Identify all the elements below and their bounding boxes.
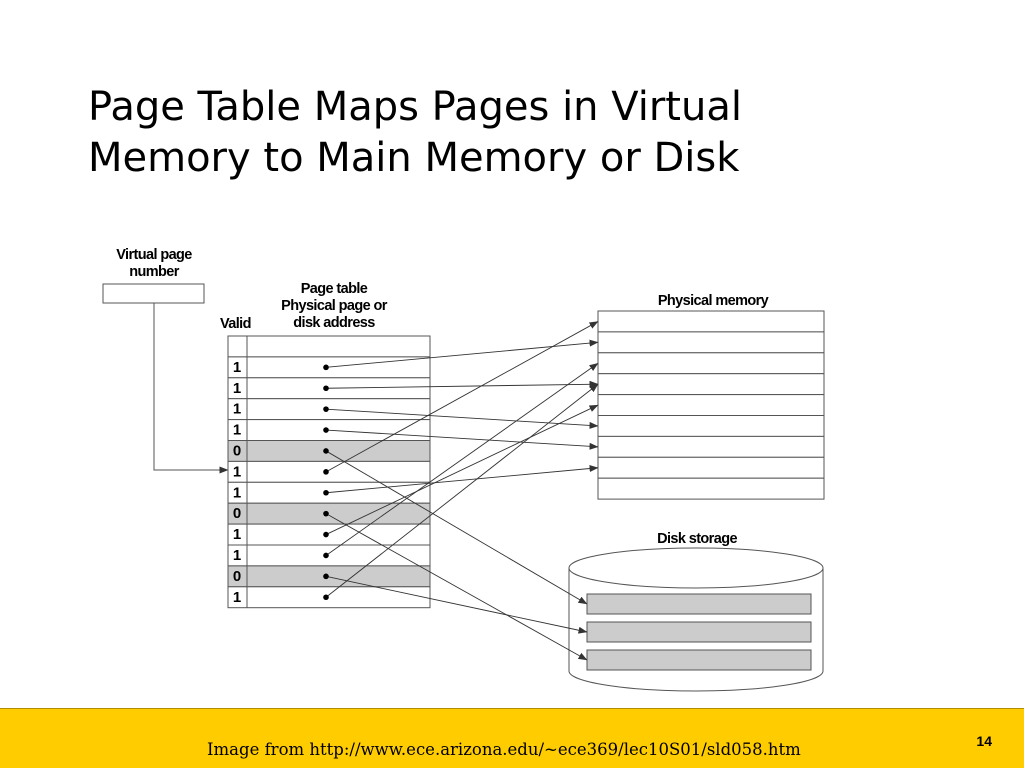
disk-storage-label: Disk storage	[657, 531, 737, 547]
disk-block	[586, 621, 812, 643]
valid-bit: 0	[233, 443, 241, 460]
valid-bit: 1	[233, 359, 241, 376]
page-table: 1 1 1 1 0 1 1 0 1 1 0 1	[227, 335, 431, 609]
page-table-row	[227, 460, 431, 483]
valid-bit: 1	[233, 526, 241, 543]
mapping-arrow	[325, 404, 599, 535]
physical-memory-page	[597, 415, 825, 437]
physical-memory-page	[597, 373, 825, 396]
pointer-dot	[323, 385, 329, 392]
disk-block	[586, 649, 812, 671]
page-table-label-line-1: Page table	[301, 281, 368, 297]
virtual-page-label-line-2: number	[129, 264, 180, 280]
pointer-dot	[323, 594, 329, 601]
valid-bit: 0	[233, 505, 241, 522]
valid-bit: 1	[233, 422, 241, 439]
pointer-dot	[323, 448, 329, 454]
mapping-arrow	[325, 362, 599, 556]
pointer-dot	[323, 510, 329, 517]
physical-memory-page	[597, 331, 825, 354]
page-table-header-row	[227, 335, 431, 358]
mapping-arrow	[325, 383, 599, 598]
physical-memory-page	[597, 310, 825, 333]
mapping-arrow	[325, 408, 599, 429]
mapping-arrow	[325, 450, 588, 605]
slide-title-line-2: Memory to Main Memory or Disk	[88, 135, 740, 181]
valid-bit: 1	[233, 589, 241, 606]
page-table-row	[227, 502, 431, 525]
slide-title: Page Table Maps Pages in Virtual Memory …	[88, 82, 988, 184]
mapping-arrow	[325, 429, 599, 450]
pointer-dot	[323, 364, 329, 371]
page-table-row	[227, 565, 431, 588]
physical-memory-page	[597, 477, 825, 500]
virtual-page-index-arrow	[153, 303, 229, 474]
physical-memory-page	[597, 394, 825, 417]
pointer-dot	[323, 427, 329, 433]
pointer-dot	[323, 531, 329, 538]
page-table-label-line-3: disk address	[293, 315, 375, 331]
valid-column-label: Valid	[220, 316, 251, 332]
physical-memory-page	[597, 456, 825, 479]
mapping-arrow	[325, 465, 599, 494]
mapping-arrows	[325, 321, 599, 661]
page-table-row	[227, 586, 431, 609]
physical-memory	[597, 310, 825, 500]
virtual-page-label-line-1: Virtual page	[116, 247, 192, 263]
pointer-dot	[323, 552, 329, 559]
image-source-credit: Image from http://www.ece.arizona.edu/~e…	[207, 740, 801, 759]
pointer-dots	[323, 364, 329, 601]
physical-memory-label: Physical memory	[658, 293, 769, 309]
physical-memory-page	[597, 352, 825, 375]
valid-bit: 1	[233, 380, 241, 397]
valid-bit: 1	[233, 547, 241, 564]
mapping-arrow	[325, 575, 588, 634]
mapping-arrow	[325, 513, 588, 661]
valid-bit: 1	[233, 484, 241, 501]
slide-number: 14	[976, 733, 992, 749]
page-table-label-line-2: Physical page or	[281, 298, 388, 314]
valid-bit: 0	[233, 568, 241, 585]
page-table-diagram: Virtual page number Page table Physical …	[102, 247, 825, 692]
pointer-dot	[323, 406, 329, 412]
footer-bar: Image from http://www.ece.arizona.edu/~e…	[0, 708, 1024, 768]
valid-bit: 1	[233, 401, 241, 418]
pointer-dot	[323, 469, 329, 475]
mapping-arrow	[325, 321, 599, 473]
disk-block	[586, 593, 812, 615]
valid-bit: 1	[233, 463, 241, 480]
page-table-row	[227, 523, 431, 546]
pointer-dot	[323, 573, 329, 580]
disk-storage	[568, 547, 824, 692]
slide-title-line-1: Page Table Maps Pages in Virtual	[88, 84, 742, 130]
physical-memory-page	[597, 435, 825, 458]
mapping-arrow	[325, 380, 599, 389]
virtual-page-number-box	[102, 283, 205, 304]
page-table-row	[227, 440, 431, 462]
pointer-dot	[323, 489, 329, 496]
disk-cylinder-top	[568, 547, 824, 589]
